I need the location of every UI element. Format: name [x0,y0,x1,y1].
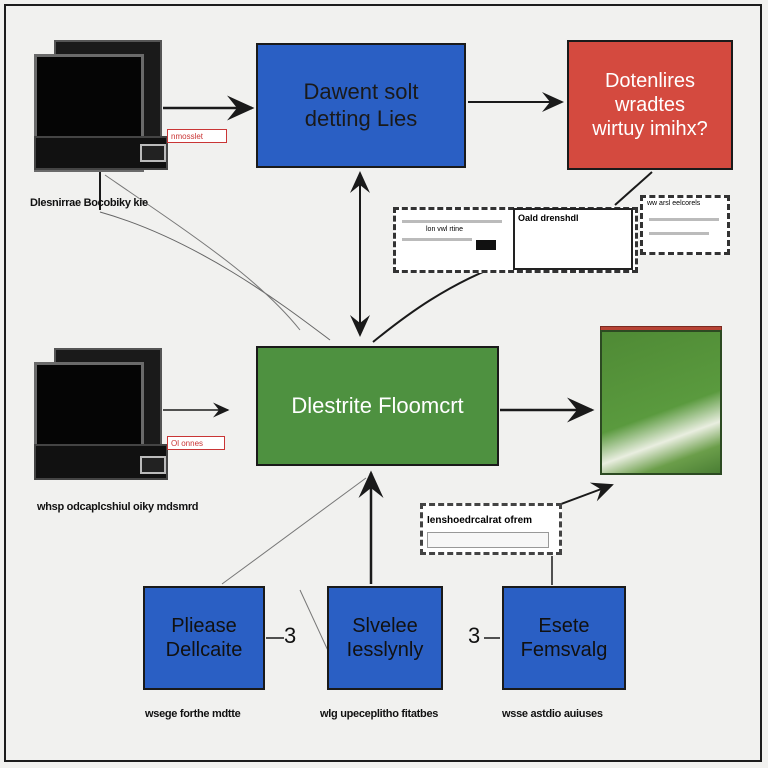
curve-computer1-to-green [99,211,331,341]
step-caption: wlg upeceplitho fitatbes [320,708,439,720]
process-label: wradtes [614,94,685,116]
step-caption: wsse astdio auiuses [502,708,603,720]
form-panel: lon vwl rtine Oald drenshdl [393,207,638,273]
step-box-2[interactable]: Slvelee Iesslynly [327,586,443,690]
device-caption: Dlesnirrae Bocobiky kie [30,197,148,209]
panel-field-label: lon vwl rtine [426,226,463,233]
process-label: Dawent solt [303,79,419,105]
process-label: Dlestrite Floomcrt [291,392,464,418]
diagram-frame [4,4,762,762]
step-box-3[interactable]: Esete Femsvalg [502,586,626,690]
process-box-green[interactable]: Dlestrite Floomcrt [256,346,499,466]
curve-caption-to-green [104,174,301,331]
input-form-label: Ienshoedrcalrat ofrem [427,515,533,526]
step-label: Femsvalg [520,639,608,661]
step-label: Slvelee [352,615,418,637]
input-form: Ienshoedrcalrat ofrem [420,503,562,555]
line-step2-to-green [299,589,331,656]
line-red-to-panel [614,171,653,206]
process-label: Dotenlires [604,70,696,92]
step-caption: wsege forthe mdtte [145,708,241,720]
step-box-1[interactable]: Pliease Dellcaite [143,586,265,690]
process-label: wirtuy imihx? [592,118,708,140]
panel-dialog: Oald drenshdl [513,208,633,270]
input-form-field[interactable] [427,532,549,548]
process-box-top[interactable]: Dawent solt detting Lies [256,43,466,168]
step-label: Dellcaite [165,639,243,661]
device-caption: whsp odcaplcshiul oiky mdsmrd [37,501,199,513]
computer-1 [32,40,168,172]
panel-dialog-title: Oald drenshdl [518,213,579,223]
document-folder-icon[interactable] [600,330,722,475]
step-number: 3 [284,623,297,648]
panel-button[interactable] [476,240,496,250]
process-label: detting Lies [304,105,418,131]
computer-2 [32,348,168,480]
form-panel-side: ww arsl eelcorels [640,195,730,255]
step-number: 3 [468,623,481,648]
line-step1-to-green [221,477,367,585]
device-tag: nmosslet [167,129,227,143]
step-label: Esete [538,615,590,637]
panel-side-text: ww arsl eelcorels [647,200,701,207]
process-box-red[interactable]: Dotenlires wradtes wirtuy imihx? [567,40,733,170]
device-tag: Ol onnes [167,436,225,450]
step-label: Iesslynly [346,639,424,661]
step-label: Pliease [171,615,237,637]
